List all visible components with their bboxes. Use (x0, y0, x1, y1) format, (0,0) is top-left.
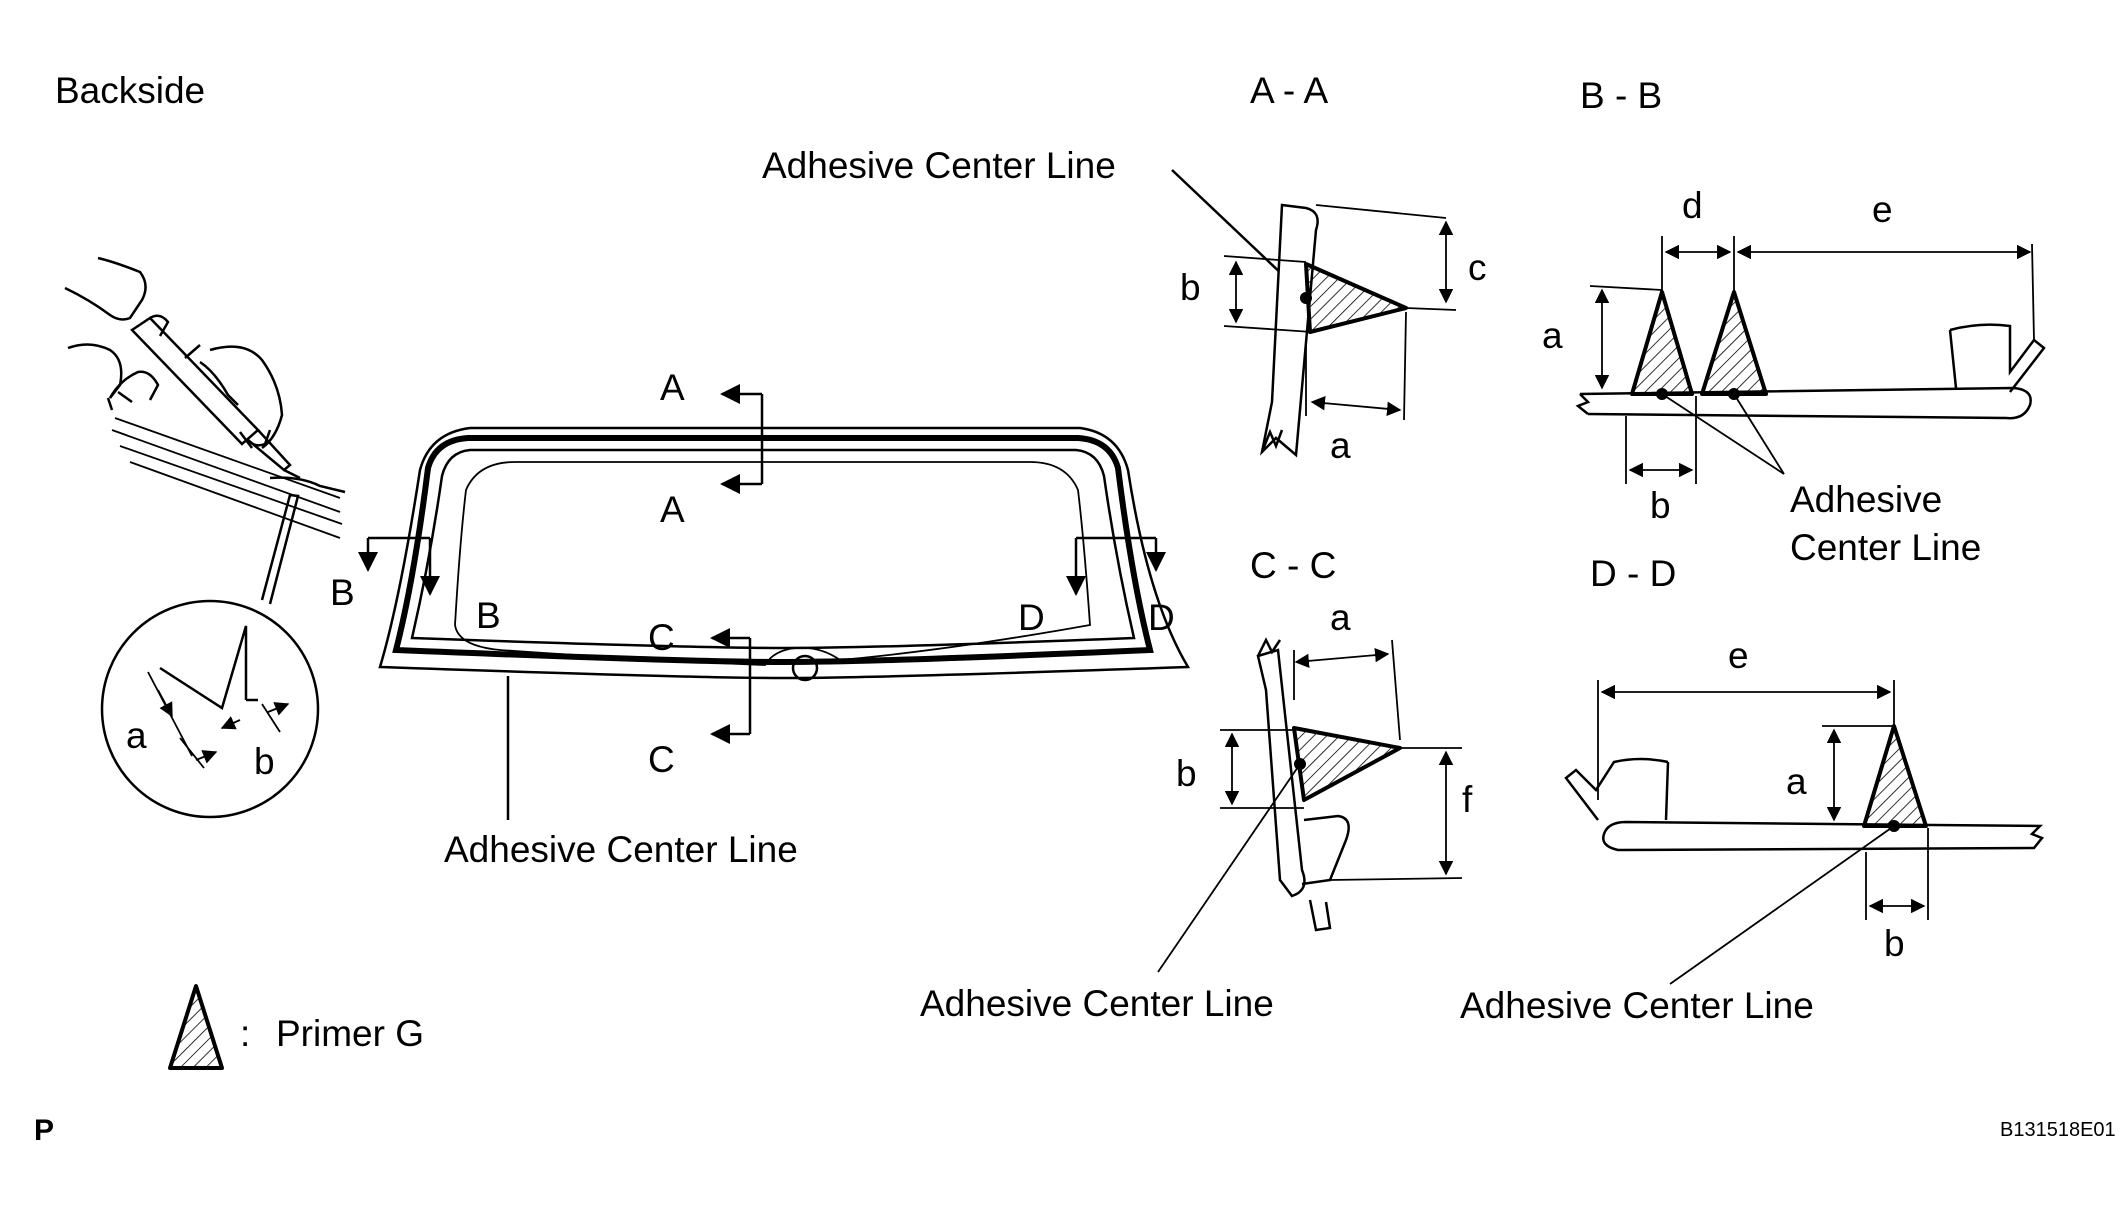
section-cc-dim-a: a (1330, 597, 1351, 638)
section-dd-dim-a: a (1786, 761, 1807, 802)
section-bb-dim-e: e (1872, 189, 1893, 230)
section-dd: D - D e a b Adhesive Center Line (1460, 553, 2045, 1026)
section-dd-dim-e: e (1728, 635, 1749, 676)
section-dd-adhesive-label: Adhesive Center Line (1460, 985, 1814, 1026)
section-cc-title: C - C (1250, 545, 1336, 586)
primer-triangle-icon (168, 984, 224, 1070)
hand-applicator-illustration (64, 256, 346, 539)
section-bb-adhesive-label: Adhesive (1790, 479, 1942, 520)
section-cc: C - C a b f Adhesive Center Line (920, 545, 1473, 1024)
footer-figure-id: B131518E01 (2000, 1119, 2116, 1141)
cut-letter-b-inner: B (476, 595, 501, 636)
section-bb-dim-d: d (1682, 185, 1703, 226)
section-aa-adhesive-label: Adhesive Center Line (762, 145, 1116, 186)
section-bb-dim-a: a (1542, 315, 1563, 356)
cut-marker-d: D D (1018, 536, 1175, 638)
bead-detail-callout: a b (100, 493, 320, 819)
section-aa-dim-a: a (1330, 425, 1351, 466)
cut-marker-c: C C (648, 617, 752, 780)
callout-dim-b: b (254, 741, 275, 782)
cut-letter-a-top: A (660, 367, 685, 408)
cut-letter-b-outer: B (330, 572, 355, 613)
section-bb-title: B - B (1580, 75, 1662, 116)
legend-colon: : (240, 1013, 250, 1054)
section-cc-dim-f: f (1462, 779, 1473, 820)
section-bb-center-line-label: Center Line (1790, 527, 1981, 568)
cut-letter-c-bottom: C (648, 739, 675, 780)
section-aa-dim-b: b (1180, 267, 1201, 308)
backside-label: Backside (55, 70, 205, 111)
cut-marker-a: A A (660, 367, 764, 530)
cut-letter-d-inner: D (1018, 597, 1045, 638)
cut-letter-d-outer: D (1148, 597, 1175, 638)
section-aa: A - A Adhesive Center Line c b a (762, 70, 1487, 466)
section-cc-adhesive-label: Adhesive Center Line (920, 983, 1274, 1024)
legend-text: Primer G (276, 1013, 424, 1054)
footer-left-code: P (34, 1114, 54, 1147)
callout-dim-a: a (126, 715, 147, 756)
section-aa-title: A - A (1250, 70, 1328, 111)
cut-letter-a-bottom: A (660, 489, 685, 530)
cut-letter-c-top: C (648, 617, 675, 658)
cut-marker-b: B B (330, 536, 501, 636)
section-bb-dim-b: b (1650, 485, 1671, 526)
section-aa-dim-c: c (1468, 247, 1487, 288)
section-bb: B - B d e a b Adhesive Center Line (1542, 75, 2046, 568)
section-dd-title: D - D (1590, 553, 1676, 594)
section-dd-dim-b: b (1884, 923, 1905, 964)
legend: : Primer G (168, 984, 424, 1070)
section-cc-dim-b: b (1176, 753, 1197, 794)
back-window-glass (378, 426, 1191, 682)
glass-adhesive-center-line-label: Adhesive Center Line (444, 829, 798, 870)
